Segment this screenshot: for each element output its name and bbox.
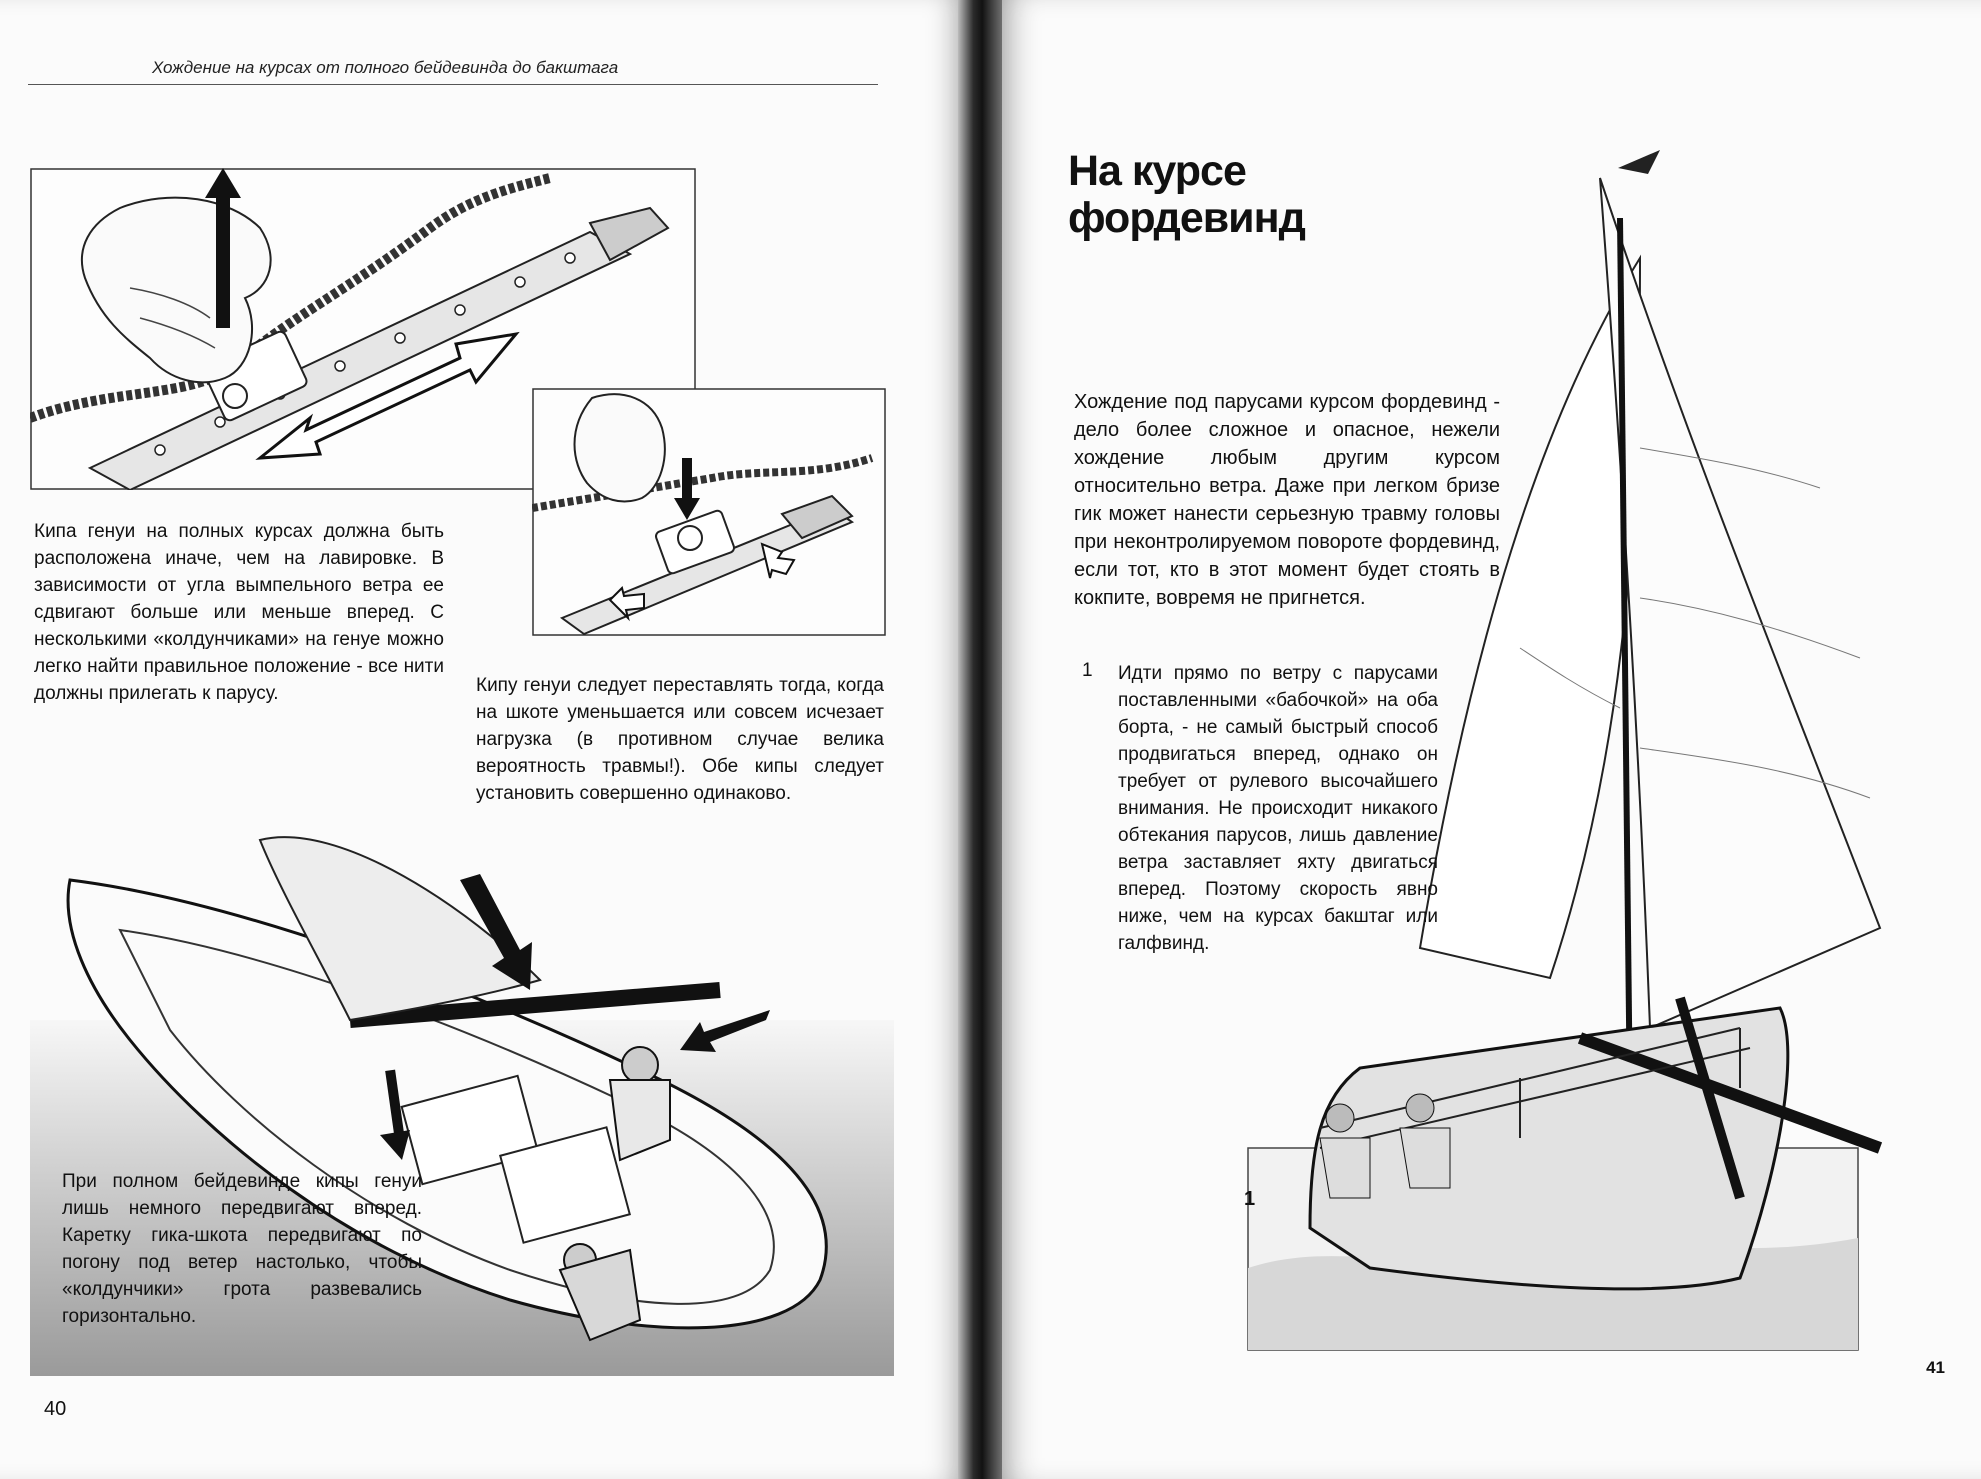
caption-genoa-car-adjust: Кипу генуи следует переставлять тогда, к… xyxy=(476,675,884,804)
page-number-right: 41 xyxy=(1926,1358,1945,1377)
note-marker-1: 1 xyxy=(1082,660,1093,681)
running-header: Хождение на курсах от полного бейдевинда… xyxy=(152,58,619,77)
chapter-title: На курсе фордевинд xyxy=(1068,148,1468,242)
chapter-title-line-2: фордевинд xyxy=(1068,194,1306,242)
genoa-car-press-illustration xyxy=(532,388,886,636)
chapter-title-line-1: На курсе xyxy=(1068,147,1247,195)
book-gutter xyxy=(958,0,1002,1479)
caption-close-reach: При полном бейдевинде кипы генуи лишь не… xyxy=(62,1171,422,1327)
caption-genoa-car-position: Кипа генуи на полных курсах должна быть … xyxy=(34,521,444,704)
left-page: Хождение на курсах от полного бейдевинда… xyxy=(0,0,958,1479)
yacht-running-downwind-illustration xyxy=(1247,150,1883,1351)
note-text-1: Идти прямо по ветру с парусами поставлен… xyxy=(1118,663,1438,954)
figure-label-1: 1 xyxy=(1244,1188,1256,1210)
page-number-left: 40 xyxy=(44,1398,67,1420)
genoa-car-hand-illustration xyxy=(30,168,696,490)
header-rule xyxy=(28,84,878,85)
chapter-intro-text: Хождение под парусами курсом фордевинд -… xyxy=(1074,391,1500,609)
yacht-top-view-illustration xyxy=(30,836,894,1376)
